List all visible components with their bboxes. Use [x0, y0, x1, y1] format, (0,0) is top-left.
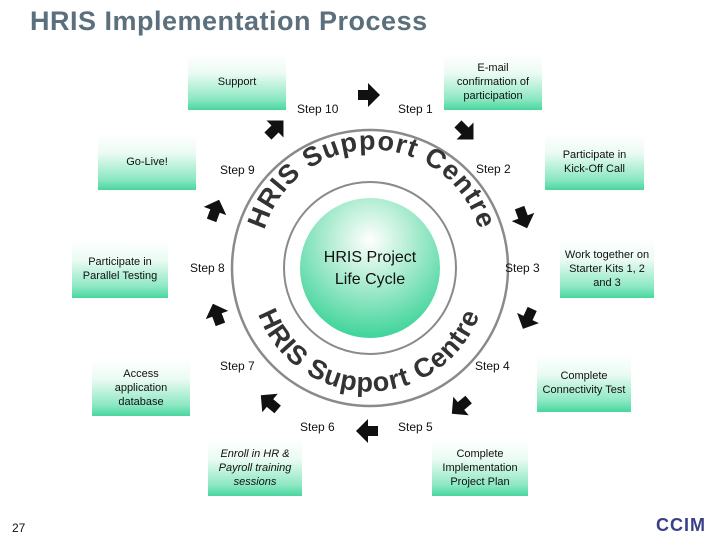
step-6-label: Step 6: [300, 420, 335, 434]
access-database-box: Access application database: [92, 360, 190, 416]
starter-kits-box: Work together on Starter Kits 1, 2 and 3: [560, 240, 654, 298]
arrow-icon: [203, 199, 227, 223]
step-4-label: Step 4: [475, 359, 510, 373]
step-3-label: Step 3: [505, 261, 540, 275]
arrow-icon: [356, 419, 378, 443]
center-circle: [300, 198, 440, 338]
step-5-label: Step 5: [398, 420, 433, 434]
parallel-testing-box: Participate in Parallel Testing: [72, 240, 168, 298]
step-7-label: Step 7: [220, 359, 255, 373]
step-8-label: Step 8: [190, 261, 225, 275]
arrow-icon: [260, 393, 281, 414]
center-label-line2: Life Cycle: [335, 271, 405, 288]
support-box: Support: [188, 54, 286, 110]
kickoff-call-box: Participate in Kick-Off Call: [545, 134, 644, 190]
go-live-box: Go-Live!: [98, 134, 196, 190]
ccim-logo: CCIM: [656, 515, 706, 535]
step-2-label: Step 2: [476, 162, 511, 176]
arrow-icon: [358, 83, 380, 107]
step-10-label: Step 10: [297, 102, 339, 116]
implementation-plan-box: Complete Implementation Project Plan: [432, 440, 528, 496]
step-1-label: Step 1: [398, 102, 433, 116]
page-number: 27: [12, 521, 26, 535]
arrow-icon: [454, 120, 474, 140]
arrow-icon: [511, 205, 535, 229]
page-title: HRIS Implementation Process: [30, 6, 428, 36]
arrow-icon: [205, 303, 229, 327]
training-sessions-box: Enroll in HR & Payroll training sessions: [208, 440, 302, 496]
connectivity-test-box: Complete Connectivity Test: [537, 354, 631, 412]
arrow-icon: [451, 395, 472, 416]
step-9-label: Step 9: [220, 163, 255, 177]
arrow-icon: [517, 306, 539, 329]
arrow-icon: [264, 120, 284, 140]
center-label-line1: HRIS Project: [324, 249, 417, 266]
email-confirmation-box: E-mail confirmation of participation: [444, 54, 542, 110]
